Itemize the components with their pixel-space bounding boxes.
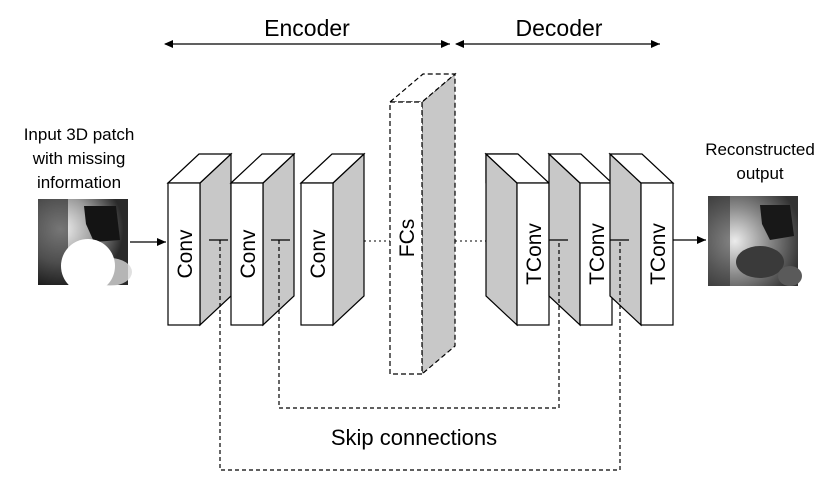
fc-bottleneck-label: FCs — [396, 219, 419, 258]
encoder-label: Encoder — [264, 15, 350, 41]
fc-bottleneck-block: FCs — [388, 72, 457, 376]
output-caption-line-1: Reconstructed — [705, 140, 815, 159]
encoder-block-3: Conv — [299, 152, 366, 327]
skip-connections-label: Skip connections — [331, 425, 497, 450]
skip-connection-inner — [271, 239, 568, 409]
decoder-block-1: TConv — [484, 152, 551, 327]
reconstructed-output-image — [708, 196, 802, 286]
skip-connection-outer — [209, 239, 629, 471]
decoder-block-1-label: TConv — [523, 223, 546, 285]
encoder-block-1-label: Conv — [174, 229, 197, 279]
encoder-block-2-label: Conv — [237, 229, 260, 279]
decoder-block-2-label: TConv — [586, 223, 609, 285]
input-caption-line-1: Input 3D patch — [24, 125, 135, 144]
encoder-block-1: Conv — [166, 152, 233, 327]
encoder-block-3-label: Conv — [307, 229, 330, 279]
input-caption-line-2: with missing — [32, 149, 126, 168]
decoder-block-3-label: TConv — [647, 223, 670, 285]
output-caption-line-2: output — [736, 164, 784, 183]
decoder-label: Decoder — [516, 15, 603, 41]
input-caption-line-3: information — [37, 173, 121, 192]
input-patch-image — [38, 199, 132, 293]
